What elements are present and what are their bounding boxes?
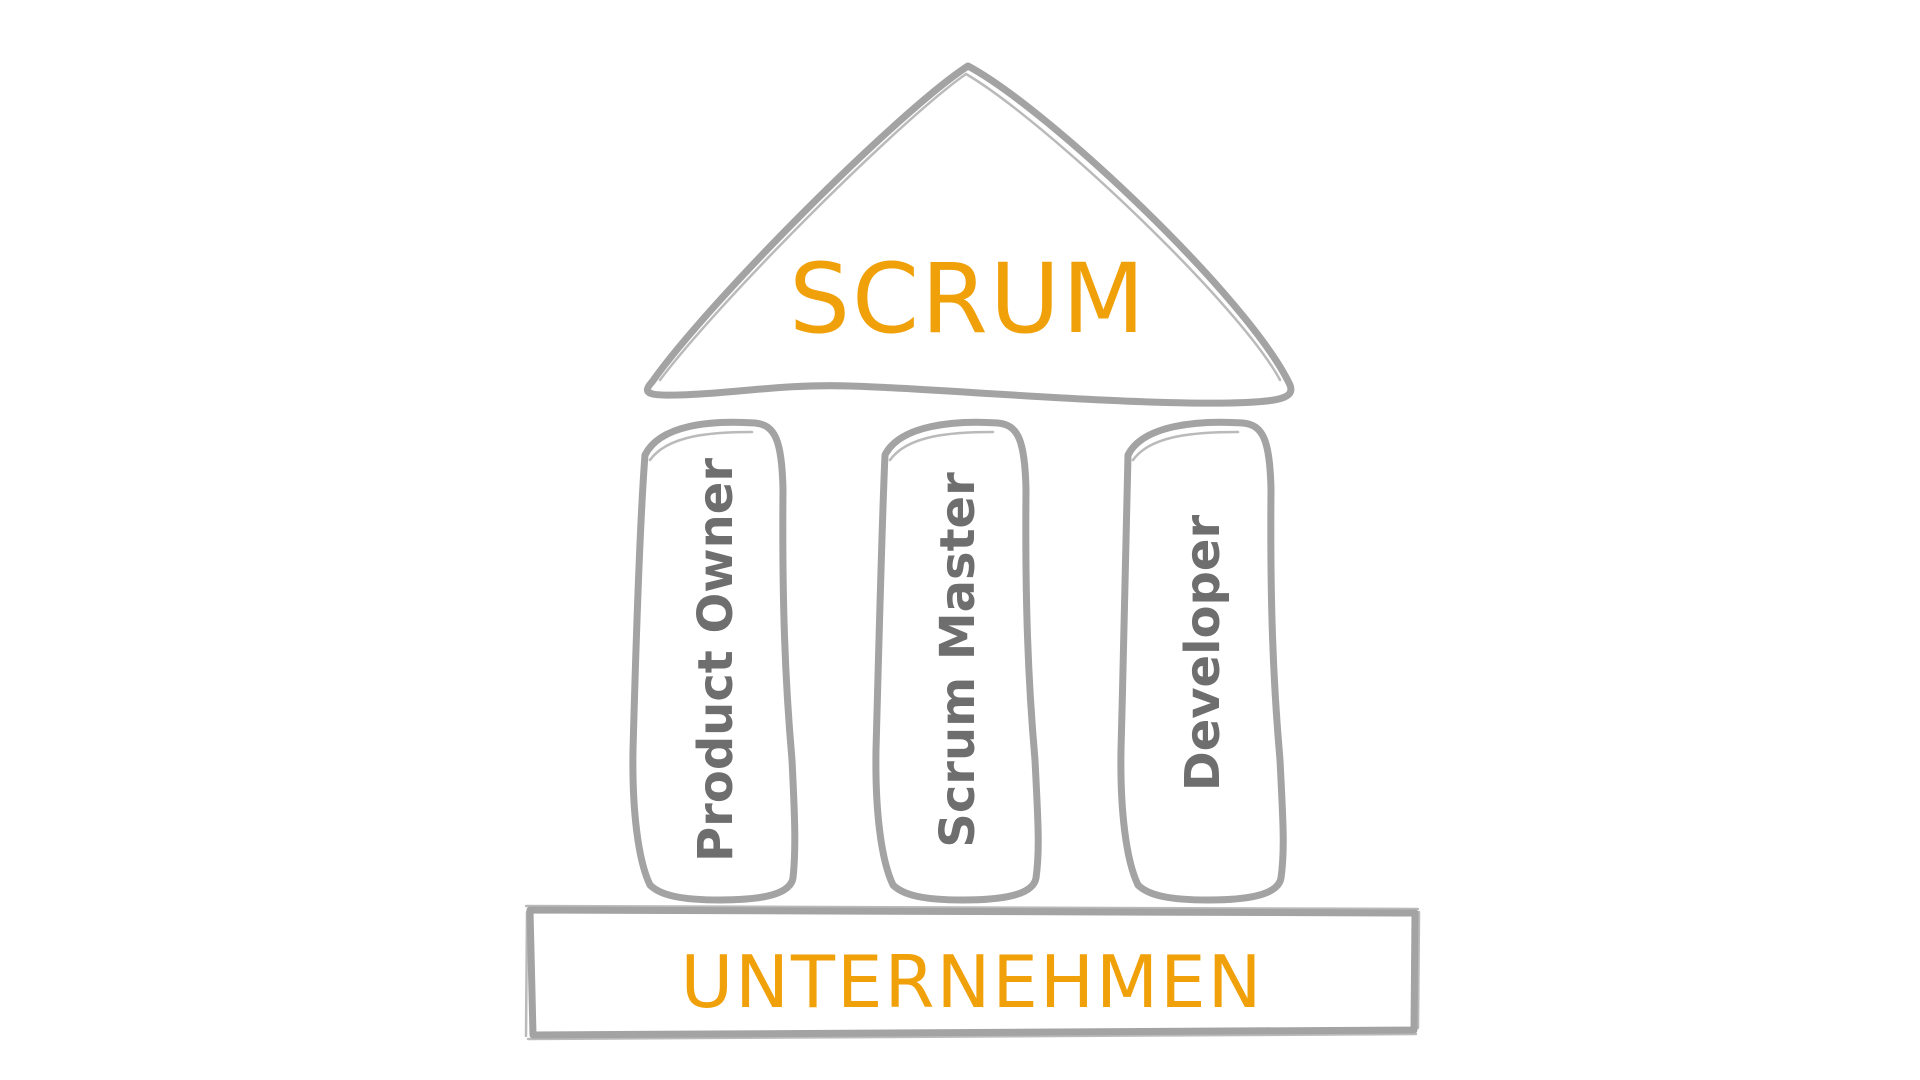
foundation-shape — [526, 906, 1419, 1039]
pillar-product-owner: Product Owner — [629, 418, 799, 904]
pillar-shape — [872, 418, 1042, 904]
pillar-developer: Developer — [1117, 418, 1287, 904]
foundation-label: UNTERNEHMEN — [680, 940, 1263, 1024]
pillar-shape — [1117, 418, 1287, 904]
roof-shape — [644, 62, 1295, 407]
pillar-sketch-line — [648, 430, 754, 462]
roof-sketch-line — [658, 72, 1282, 382]
pillar-scrum-master: Scrum Master — [872, 418, 1042, 904]
pillar-label: Product Owner — [688, 458, 744, 862]
pillar-label: Developer — [1175, 515, 1231, 792]
roof: SCRUM — [644, 62, 1295, 407]
pillar-label: Scrum Master — [930, 472, 986, 848]
pillar-sketch-line — [1131, 430, 1240, 462]
foundation: UNTERNEHMEN — [524, 904, 1421, 1041]
pillar-shape — [629, 418, 799, 904]
foundation-sketch-line — [524, 904, 1421, 1041]
roof-label: SCRUM — [789, 243, 1147, 355]
pillar-sketch-line — [888, 430, 995, 462]
